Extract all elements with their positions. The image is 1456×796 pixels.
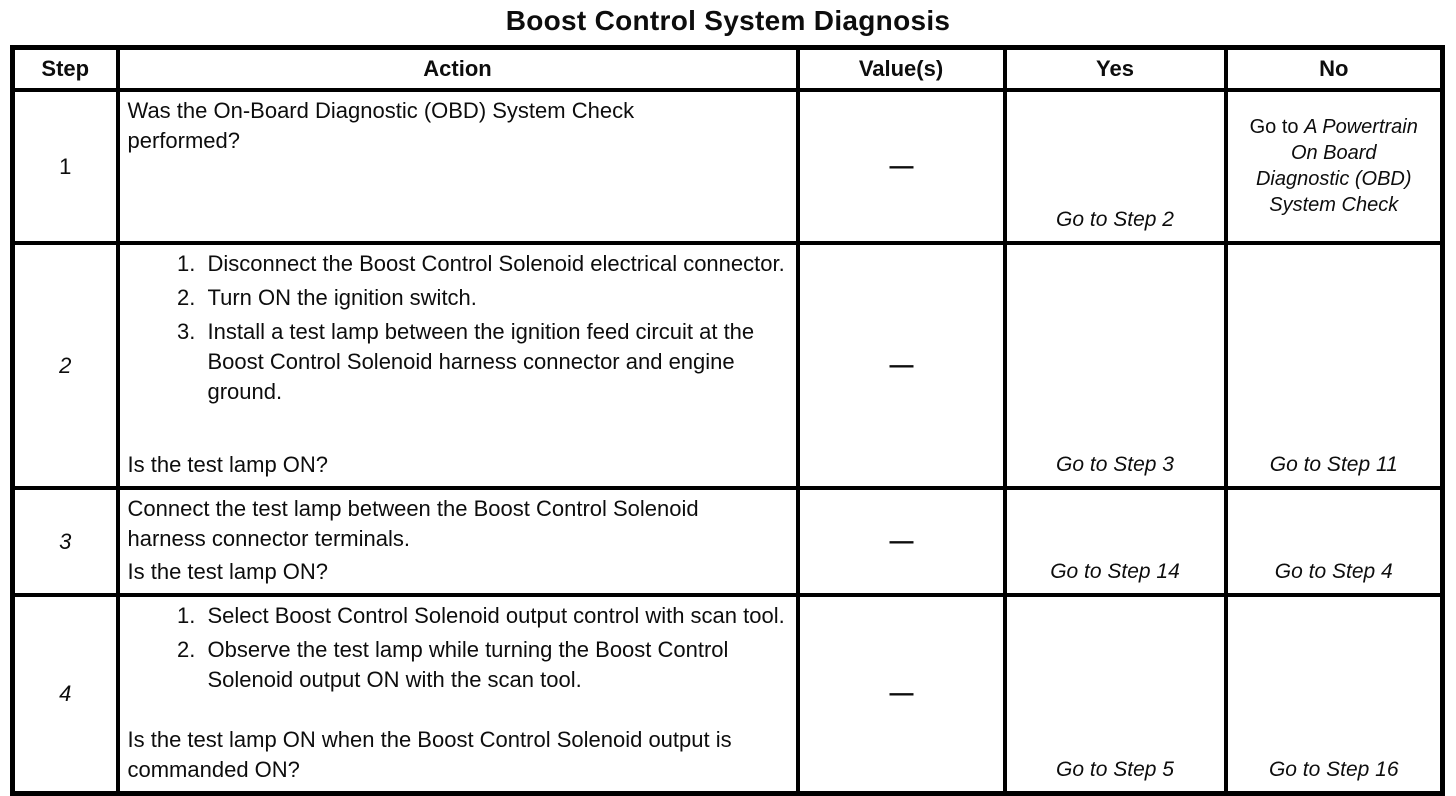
action-question: Is the test lamp ON? xyxy=(127,452,329,477)
goto-target-document: A Powertrain On Board Diagnostic (OBD) S… xyxy=(1255,115,1418,216)
no-goto: Go to Step 11 xyxy=(1269,453,1398,476)
value-cell: — xyxy=(795,88,1007,245)
no-cell: Go to Step 11 xyxy=(1223,241,1445,490)
action-list: Disconnect the Boost Control Solenoid el… xyxy=(128,249,788,411)
no-goto-reference: Go to A Powertrain On Board Diagnostic (… xyxy=(1248,114,1420,218)
step-number: 4 xyxy=(59,681,72,706)
yes-goto: Go to Step 14 xyxy=(1050,560,1180,583)
action-list-item: Observe the test lamp while turning the … xyxy=(202,635,788,695)
value-dash: — xyxy=(889,351,914,379)
yes-goto: Go to Step 5 xyxy=(1056,758,1174,781)
action-list-item: Disconnect the Boost Control Solenoid el… xyxy=(202,249,788,279)
header-action: Action xyxy=(115,45,800,92)
no-cell: Go to Step 16 xyxy=(1223,593,1445,796)
yes-cell: Go to Step 3 xyxy=(1002,241,1228,490)
table-row-step-4: 4 Select Boost Control Solenoid output c… xyxy=(10,593,1445,796)
action-cell: Was the On-Board Diagnostic (OBD) System… xyxy=(115,88,800,245)
header-yes: Yes xyxy=(1002,45,1228,92)
yes-cell: Go to Step 2 xyxy=(1002,88,1228,245)
table-row-step-3: 3 Connect the test lamp between the Boos… xyxy=(10,486,1445,597)
action-cell: Connect the test lamp between the Boost … xyxy=(115,486,800,597)
no-cell: Go to Step 4 xyxy=(1223,486,1445,597)
page-title: Boost Control System Diagnosis xyxy=(505,5,951,36)
goto-prefix: Go to xyxy=(1249,115,1305,138)
table-row-step-1: 1 Was the On-Board Diagnostic (OBD) Syst… xyxy=(10,88,1445,245)
value-cell: — xyxy=(795,241,1007,490)
action-list-item: Select Boost Control Solenoid output con… xyxy=(202,601,788,631)
action-cell: Disconnect the Boost Control Solenoid el… xyxy=(115,241,800,490)
yes-cell: Go to Step 5 xyxy=(1002,593,1228,796)
yes-cell: Go to Step 14 xyxy=(1002,486,1228,597)
header-values: Value(s) xyxy=(795,45,1007,92)
step-cell: 1 xyxy=(10,88,120,245)
value-dash: — xyxy=(889,527,914,555)
value-cell: — xyxy=(795,486,1007,597)
header-step: Step xyxy=(10,45,120,92)
no-goto: Go to Step 16 xyxy=(1268,758,1399,781)
action-list: Select Boost Control Solenoid output con… xyxy=(128,601,788,699)
step-cell: 4 xyxy=(10,593,120,796)
table-row-step-2: 2 Disconnect the Boost Control Solenoid … xyxy=(10,241,1445,490)
action-list-item: Turn ON the ignition switch. xyxy=(202,283,788,313)
yes-goto: Go to Step 3 xyxy=(1056,453,1174,476)
table-header-row: Step Action Value(s) Yes No xyxy=(10,45,1445,92)
action-question: Is the test lamp ON when the Boost Contr… xyxy=(127,727,732,782)
action-cell: Select Boost Control Solenoid output con… xyxy=(115,593,800,796)
no-goto: Go to Step 4 xyxy=(1274,560,1393,583)
yes-goto: Go to Step 2 xyxy=(1056,208,1174,231)
action-list-item: Install a test lamp between the ignition… xyxy=(202,317,788,407)
action-question: Is the test lamp ON? xyxy=(127,559,329,584)
value-dash: — xyxy=(889,152,914,180)
step-cell: 2 xyxy=(10,241,120,490)
diagnosis-table: Step Action Value(s) Yes No 1 Was the On… xyxy=(10,45,1445,796)
header-no: No xyxy=(1223,45,1445,92)
step-number: 1 xyxy=(59,153,72,179)
step-number: 2 xyxy=(59,352,72,378)
step-number: 3 xyxy=(59,528,72,554)
value-dash: — xyxy=(889,680,914,707)
no-cell: Go to A Powertrain On Board Diagnostic (… xyxy=(1223,88,1445,245)
action-text: Was the On-Board Diagnostic (OBD) System… xyxy=(127,98,635,153)
action-text: Connect the test lamp between the Boost … xyxy=(127,496,699,551)
step-cell: 3 xyxy=(10,486,120,597)
value-cell: — xyxy=(795,593,1007,796)
